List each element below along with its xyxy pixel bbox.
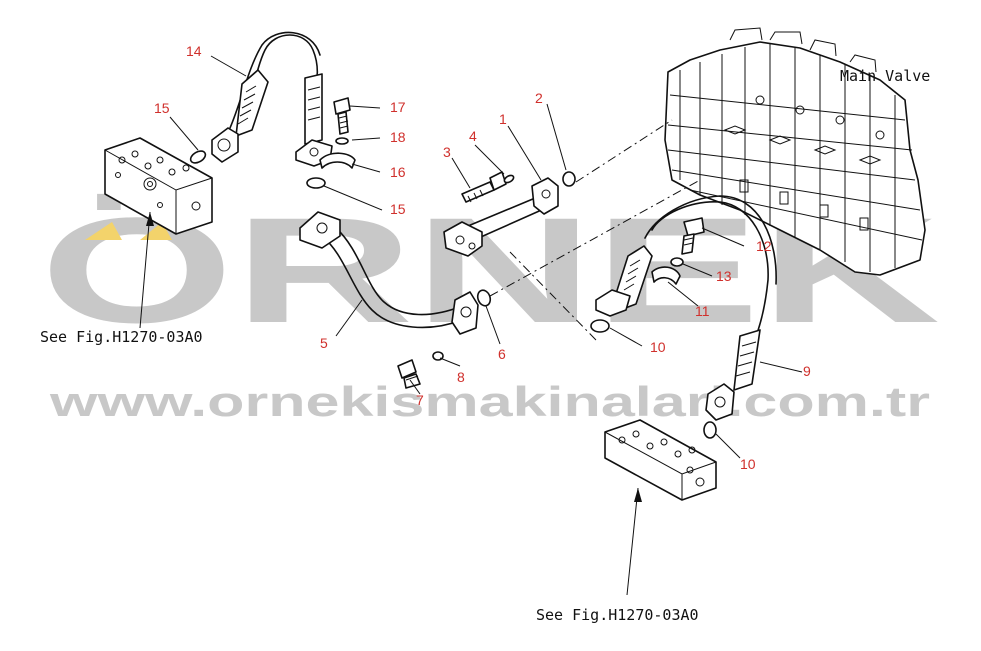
hose-14 xyxy=(211,31,333,167)
left-manifold-block xyxy=(104,137,213,235)
part-number-14: 14 xyxy=(186,43,202,59)
part-number-10-bottom: 10 xyxy=(740,456,756,472)
washer-4 xyxy=(503,174,515,184)
split-flange-11 xyxy=(651,266,681,285)
part-number-1: 1 xyxy=(499,111,507,127)
bolt-17 xyxy=(333,97,351,135)
bottom-block-arrowhead xyxy=(634,488,642,502)
centerline-2 xyxy=(575,119,673,183)
part-number-2: 2 xyxy=(535,90,543,106)
bottom-block-leader xyxy=(626,487,639,596)
part-number-12: 12 xyxy=(756,238,772,254)
hose-9 xyxy=(613,195,777,421)
part-number-5: 5 xyxy=(320,335,328,351)
part-number-7: 7 xyxy=(416,392,424,408)
bottom-manifold-block xyxy=(604,419,717,501)
see-fig-bottom-label: See Fig.H1270-03A0 xyxy=(536,606,699,624)
o-ring-10-top xyxy=(590,319,610,333)
o-ring-10-bottom xyxy=(703,421,717,439)
main-valve-drawing xyxy=(664,27,926,276)
part-number-13: 13 xyxy=(716,268,732,284)
see-fig-left-label: See Fig.H1270-03A0 xyxy=(40,328,203,346)
part-number-17: 17 xyxy=(390,99,406,115)
part-number-3: 3 xyxy=(443,144,451,160)
part-number-4: 4 xyxy=(469,128,477,144)
watermark-url: www.ornekismakinalari.com.tr xyxy=(49,378,930,425)
part-number-11: 11 xyxy=(695,303,710,319)
part-number-10-top: 10 xyxy=(650,339,666,355)
part-number-8: 8 xyxy=(457,369,465,385)
part-number-9: 9 xyxy=(803,363,811,379)
tube-1 xyxy=(443,177,559,257)
part-number-16: 16 xyxy=(390,164,406,180)
watermark-umlaut-left xyxy=(85,222,122,240)
flange-9-top xyxy=(595,289,631,317)
part-number-18: 18 xyxy=(390,129,406,145)
part-number-15-left: 15 xyxy=(154,100,170,116)
split-flange-16 xyxy=(319,152,356,169)
o-ring-15-left xyxy=(189,150,207,164)
part-number-15-right: 15 xyxy=(390,201,406,217)
o-ring-15-right xyxy=(306,177,326,189)
washer-18 xyxy=(335,137,349,145)
bolt-7 xyxy=(397,359,421,389)
main-valve-label: Main Valve xyxy=(840,67,930,85)
bolt-3 xyxy=(461,171,507,203)
left-block-leader xyxy=(139,211,151,329)
tube-5 xyxy=(299,211,479,335)
washer-13 xyxy=(670,257,684,267)
o-ring-2 xyxy=(562,171,576,187)
bolt-12 xyxy=(681,217,705,255)
part-number-6: 6 xyxy=(498,346,506,362)
centerline-10 xyxy=(509,251,597,341)
left-block-arrowhead xyxy=(146,212,154,226)
leader-lines xyxy=(169,55,803,459)
centerline-6 xyxy=(489,179,701,297)
o-ring-6 xyxy=(476,289,492,307)
